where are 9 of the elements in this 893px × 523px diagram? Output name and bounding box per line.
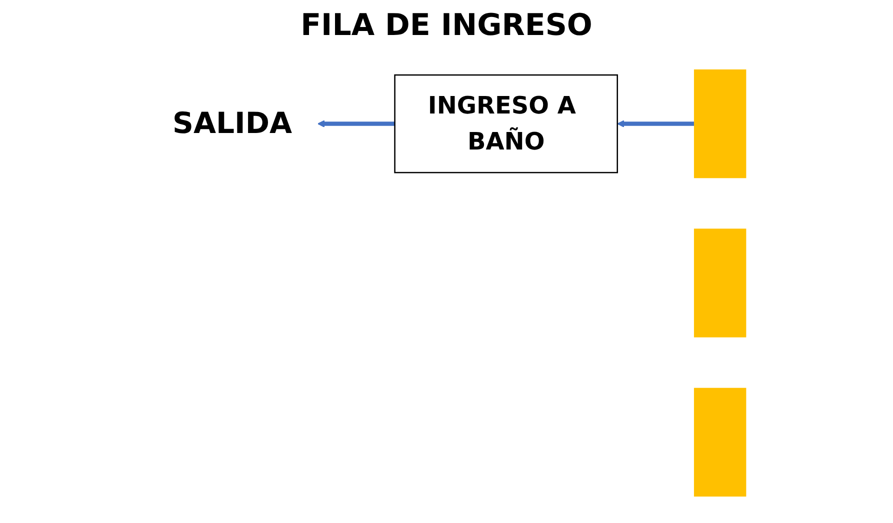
flow-diagram: SALIDA INGRESO A BAÑO [140,63,753,503]
arrow [617,120,695,128]
node-bar [694,228,746,338]
node-text: SALIDA [172,106,292,140]
heading-label: FILA DE INGRESO [300,8,592,43]
node-bar [694,69,746,178]
node-box [394,74,618,174]
arrow [318,120,395,128]
node-bar [694,388,746,497]
